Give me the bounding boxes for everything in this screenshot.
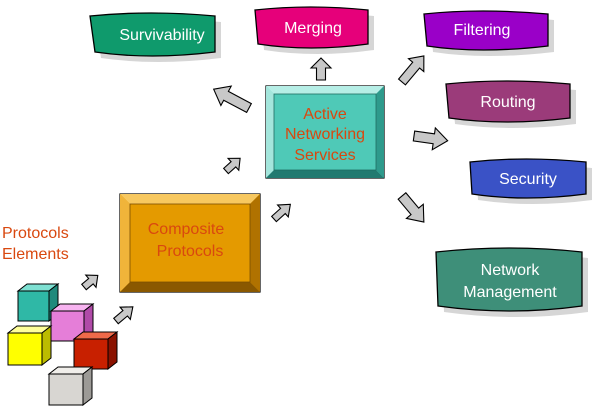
arrow-elements-to-composite-1 bbox=[80, 274, 99, 291]
cube-gray bbox=[47, 365, 94, 407]
center-label-line2: Networking bbox=[285, 126, 365, 143]
service-routing: Routing bbox=[445, 80, 576, 128]
survivability-banner bbox=[89, 12, 216, 57]
center-label-line3: Services bbox=[294, 147, 355, 164]
filtering-label: Filtering bbox=[454, 22, 511, 39]
network-management-banner bbox=[435, 247, 583, 312]
filtering-banner bbox=[423, 10, 549, 51]
routing-label: Routing bbox=[480, 94, 535, 111]
protocols-elements-label-line1: Protocols bbox=[2, 225, 69, 242]
arrow-composite-to-center-2 bbox=[270, 203, 292, 223]
arrow-to-survivability bbox=[212, 85, 253, 114]
arrow-to-network-management bbox=[397, 192, 425, 223]
service-survivability: Survivability bbox=[89, 12, 221, 62]
security-label: Security bbox=[499, 171, 557, 188]
service-merging: Merging bbox=[254, 6, 374, 54]
service-security: Security bbox=[469, 158, 592, 204]
center-label-line1: Active bbox=[303, 106, 347, 123]
service-network-management: Network Management bbox=[435, 247, 588, 317]
composite-protocols-box: Composite Protocols bbox=[119, 193, 261, 293]
arrow-to-merging bbox=[309, 57, 333, 81]
composite-label-line2: Protocols bbox=[157, 243, 224, 260]
arrow-to-filtering bbox=[397, 55, 425, 86]
arrow-elements-to-composite-2 bbox=[112, 306, 134, 325]
active-networking-services-box: Active Networking Services bbox=[265, 85, 385, 179]
arrow-composite-to-center-1 bbox=[222, 157, 241, 175]
composite-label-line1: Composite bbox=[148, 221, 225, 238]
network-management-label-line2: Management bbox=[463, 284, 557, 301]
survivability-label: Survivability bbox=[119, 27, 204, 44]
network-management-label-line1: Network bbox=[481, 262, 541, 279]
merging-label: Merging bbox=[284, 20, 342, 37]
cube-yellow bbox=[6, 324, 53, 367]
cube-pink bbox=[49, 302, 95, 343]
merging-banner bbox=[254, 6, 369, 49]
security-banner bbox=[469, 158, 587, 199]
routing-banner bbox=[445, 80, 571, 123]
service-filtering: Filtering bbox=[423, 10, 554, 56]
cube-red bbox=[72, 330, 119, 371]
arrow-to-routing bbox=[412, 126, 449, 151]
protocols-elements-label-line2: Elements bbox=[2, 246, 69, 263]
